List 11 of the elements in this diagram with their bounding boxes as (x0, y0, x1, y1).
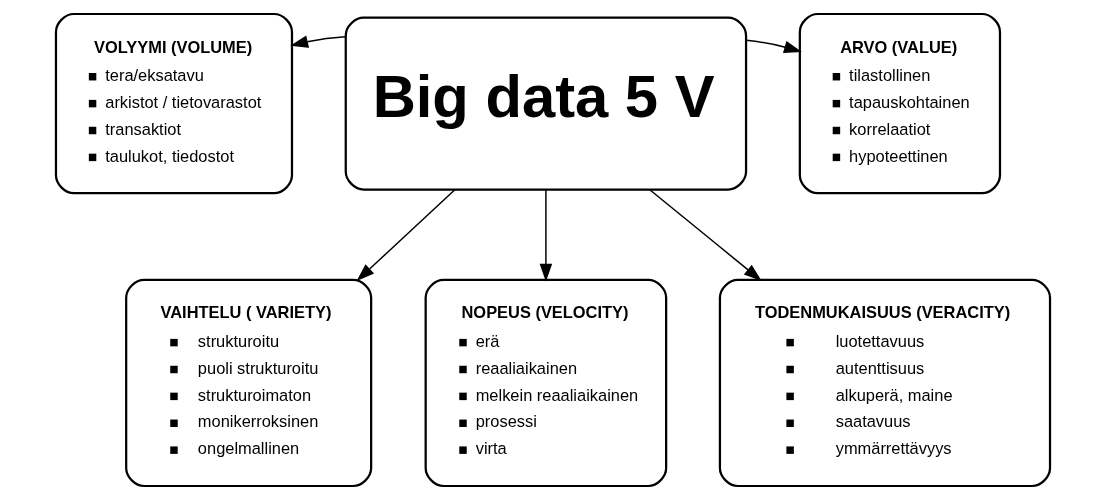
node-box: ARVO (VALUE) tilastollinen tapauskohtainen korrelaatiot hypoteettinen (798, 12, 1002, 195)
arrow (356, 188, 456, 282)
node-box: NOPEUS (VELOCITY) erä reaaliaikainen melkein reaaliaikainen prosessi virta (424, 278, 668, 488)
arrow (648, 188, 762, 281)
arrow (745, 39, 802, 54)
node-box: TODENMUKAISUUS (VERACITY) luotettavuus autenttisuus alkuperä, maine saatavuus ymmärrettävyys (718, 278, 1052, 488)
arrow (290, 35, 347, 48)
node-box: VAIHTELU ( VARIETY) strukturoitu puoli strukturoitu strukturoimaton monikerroksinen ongelmallinen (125, 278, 373, 488)
node-box: Big data 5 V (344, 16, 748, 191)
node-box: VOLYYMI (VOLUME) tera/eksatavu arkistot / tietovarastot transaktiot taulukot, tiedostot (54, 12, 294, 195)
arrow (539, 188, 553, 282)
